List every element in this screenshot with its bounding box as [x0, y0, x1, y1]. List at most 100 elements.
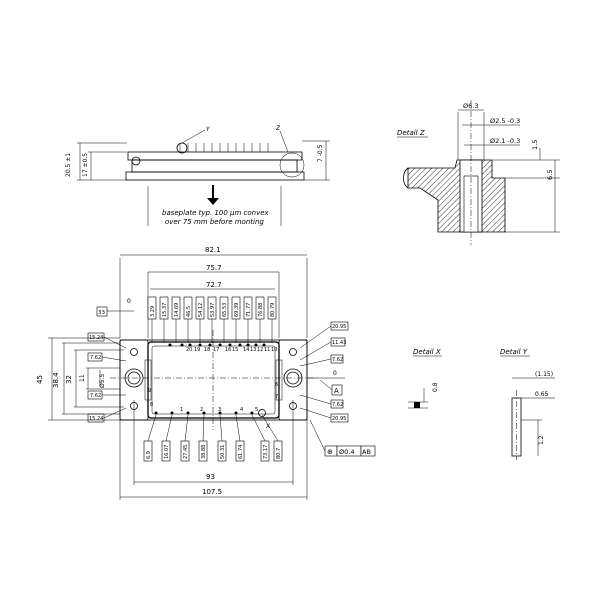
detail-x-dim: 0.8	[432, 382, 439, 392]
convex-arrow	[207, 198, 219, 205]
top-pin-pos-7: 69.39	[234, 303, 240, 317]
top-pin-pos-4: 54.12	[198, 303, 204, 317]
detail-y-title: Detail Y	[500, 348, 528, 356]
pin-number-8: 8	[150, 402, 153, 408]
pin-number-18: 18	[204, 347, 210, 353]
top-pin-pos-0: 3.29	[150, 306, 156, 317]
dim-height-total: 20.5 ±1	[65, 153, 72, 177]
top-pin-pos-5: 53.97	[210, 303, 216, 317]
right-dim-0: 20.95	[332, 324, 346, 330]
label-x: X	[265, 423, 271, 430]
bottom-pin-pos-2: 27.45	[183, 445, 189, 459]
top-pin-position-labels: 3.29 15.37 14.69 46.5 54.12 53.97 65.53 …	[147, 296, 277, 343]
detail-x-title: Detail X	[413, 348, 441, 356]
bottom-pin-position-labels: 6.9 16.07 27.45 38.88 50.31 61.74 73.17 …	[143, 414, 283, 462]
label-y: Y	[206, 126, 211, 133]
pin-number-11: 11	[264, 347, 270, 353]
top-pin-pos-8: 71.77	[246, 303, 252, 317]
top-pin-pos-1: 15.37	[162, 303, 168, 317]
top-pin-pos-10: 80.79	[270, 303, 276, 317]
top-pin-pos-2: 14.69	[174, 303, 180, 317]
pin-number-14: 14	[243, 347, 249, 353]
bottom-pin-pos-3: 38.88	[201, 445, 207, 459]
dia-inner: Ø2.1 -0.3	[490, 137, 520, 145]
side-top-frame	[127, 151, 303, 161]
dim-height-body: 17 ±0.5	[82, 153, 89, 177]
pin-number-3: 3	[218, 407, 221, 413]
bottom-pin-pos-7: 80.7	[276, 448, 282, 459]
pin-number-7: 7	[275, 394, 278, 400]
detail-z: Detail Z Ø6.3 Ø2.5 -0.3 Ø2.1 -0.3 1.5 6.…	[397, 100, 560, 245]
right-dim-2: 7.62	[332, 357, 343, 363]
left-dim-lower: 7.62	[90, 393, 101, 399]
top-pin-pos-9: 76.88	[258, 303, 264, 317]
pin-number-6: 6	[275, 382, 278, 388]
note-line1: baseplate typ. 100 µm convex	[162, 209, 270, 217]
right-dim-1: 11.43	[332, 340, 346, 346]
pin-number-5: 5	[255, 407, 258, 413]
bottom-pin-pos-1: 16.07	[164, 445, 170, 459]
dim-height-outer: 45	[36, 375, 44, 384]
label-z: Z	[275, 125, 281, 132]
dim-zero-top: 0	[127, 298, 131, 305]
detail-x-pin	[414, 402, 420, 408]
right-dim-zero: 0	[333, 370, 337, 377]
detail-y-dim-top: (1.15)	[535, 371, 553, 378]
dim-pins-outer: 75.7	[206, 264, 222, 272]
pin-number-2: 2	[200, 407, 203, 413]
detail-y: Detail Y (1.15) 0.65 1.2	[500, 348, 555, 460]
pin-number-17: 17	[213, 347, 219, 353]
tol-datum: AB	[362, 448, 371, 456]
dim-pins-inner: 72.7	[206, 281, 222, 289]
dia-outer: Ø6.3	[463, 102, 478, 110]
side-pins	[179, 143, 269, 152]
tolerance-frame: ⊕ Ø0.4 AB	[309, 419, 376, 457]
dim-hole: Ø5.5	[99, 374, 106, 388]
dia-mid: Ø2.5 -0.3	[490, 117, 520, 125]
dim-height-mid: 38.4	[52, 372, 60, 388]
pin-number-16: 16	[225, 347, 231, 353]
top-pins	[168, 343, 266, 347]
top-pin-pos-3: 46.5	[186, 306, 192, 317]
left-dim-upper: 7.62	[90, 355, 101, 361]
pin-number-20: 20	[186, 347, 192, 353]
detail-z-title: Detail Z	[397, 129, 425, 137]
dim-overall-top: 82.1	[205, 246, 221, 254]
bottom-pins	[154, 409, 266, 417]
dim-width-holes: 93	[206, 473, 215, 481]
detail-z-section	[407, 159, 506, 233]
dim-height-inner: 32	[65, 375, 73, 384]
datum-a: A	[334, 387, 339, 395]
left-dim-bottom: 15.24	[89, 416, 103, 422]
pin-number-13: 13	[250, 347, 256, 353]
right-dim-4: 7.62	[332, 402, 343, 408]
pin-number-10: 10	[271, 347, 277, 353]
right-dim-5: 20.95	[332, 416, 346, 422]
dim-left-ref: 33	[98, 310, 105, 316]
detail-y-circle	[176, 142, 188, 154]
bottom-pin-pos-5: 61.74	[238, 445, 244, 459]
detail-z-circle	[279, 152, 305, 178]
pin-number-12: 12	[257, 347, 263, 353]
detail-y-dim-side: 1.2	[538, 435, 545, 445]
pin-number-4: 4	[240, 407, 243, 413]
side-body	[131, 159, 298, 173]
bottom-pin-pos-0: 6.9	[146, 451, 152, 459]
bottom-pin-pos-4: 50.31	[220, 445, 226, 459]
detail-y-dim-mid: 0.65	[535, 391, 549, 398]
pin-number-9: 9	[148, 388, 151, 394]
housing-inner	[147, 341, 280, 419]
dim-side-z: 6.5	[546, 170, 554, 180]
dim-height-small: 11	[79, 374, 86, 382]
side-screw-left	[131, 156, 141, 166]
dim-top-z: 1.5	[531, 140, 539, 150]
tol-value: Ø0.4	[339, 448, 354, 456]
tol-symbol: ⊕	[327, 448, 333, 456]
dim-plate: 7 -0.5	[317, 144, 324, 162]
top-pin-pos-6: 65.53	[222, 303, 228, 317]
note-line2: over 75 mm before monting	[165, 218, 264, 226]
dim-width-total: 107.5	[202, 488, 222, 496]
pin-number-1: 1	[180, 407, 183, 413]
